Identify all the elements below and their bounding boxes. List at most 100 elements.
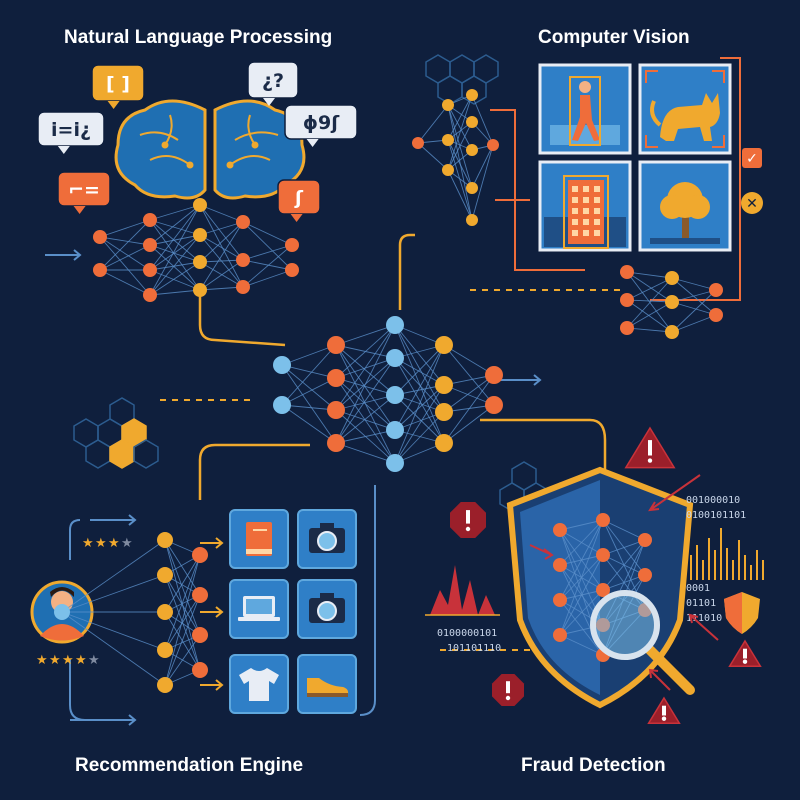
camera-icon [309,523,345,553]
core-neural-network [273,316,503,472]
nlp-edge [242,221,293,246]
core-edge [335,394,396,444]
cv-in-node [466,89,478,101]
fraud-edge [559,519,604,566]
nlp-edge [149,234,201,271]
binary-text: 0001 [686,583,710,594]
star-rating: ★★★★ [82,536,133,551]
fraud-node [596,548,610,562]
cat-icon [645,70,725,148]
image-tile-cat [638,63,732,155]
core-edge [394,357,445,386]
core-edge [443,344,495,376]
nlp-to-core-connector [198,290,286,347]
cv-out-edge [671,277,717,291]
star-icon: ★ [82,536,94,551]
core-edge [335,394,396,411]
core-node [386,386,404,404]
alert-icon [624,426,676,469]
checkmark-icon: ✓ [742,148,762,168]
star-icon: ★ [75,653,87,668]
binary-text: 01101 [686,598,716,609]
core-edge [394,344,445,396]
rec-node [157,567,173,583]
nlp-edge [149,234,201,246]
nlp-edge [99,269,151,296]
nlp-node [143,263,157,277]
rec-edge [164,594,201,686]
cv-in-edge [447,94,473,171]
rec-edge [164,634,201,686]
nlp-edge [99,236,151,271]
core-edge [281,344,337,366]
core-edge [394,344,445,464]
nlp-panel: [ ]¿?i=i¿ɸ9ʃ⌐=ʃ [37,61,358,302]
nlp-edge [199,221,244,263]
speech-bubbles: [ ]¿?i=i¿ɸ9ʃ⌐=ʃ [37,61,358,222]
core-to-rec-connector [198,443,310,500]
binary-text: 101101110 [447,643,501,654]
nlp-node [193,255,207,269]
star-icon: ★ [36,653,48,668]
binary-text: 001000010 [686,495,740,506]
image-grid [538,63,732,252]
product-tile [229,509,289,569]
cv-title: Computer Vision [538,27,690,48]
nlp-edge [99,244,151,271]
nlp-edge [149,289,201,296]
core-node [386,316,404,334]
nlp-edge [149,204,201,246]
core-edge [394,357,445,413]
rec-edge [164,574,201,636]
nlp-edge [199,204,244,261]
cv-out-edge [626,301,673,329]
cv-in-node [442,99,454,111]
binary-text: 0100000101 [437,628,497,639]
core-edge [335,377,396,431]
core-edge [335,344,396,431]
core-edge [281,344,337,406]
speech-bubble-text: [ ] [106,73,130,95]
cv-in-edge [447,139,473,221]
nlp-edge [242,269,293,288]
building-icon [544,175,626,249]
nlp-edge [199,204,244,223]
fraud-edge [602,519,646,541]
fraud-node [553,593,567,607]
cv-out-edge [626,271,673,303]
nlp-node [143,238,157,252]
cv-in-edge [447,169,473,221]
cv-in-node [442,164,454,176]
core-node [327,434,345,452]
cv-out-edge [626,299,673,303]
nlp-node [285,263,299,277]
core-node [273,396,291,414]
cv-neural-network-output [620,265,723,339]
speech-bubble-text: ɸ9ʃ [303,112,340,134]
star-icon: ★ [49,653,61,668]
core-to-fraud-connector [480,418,607,470]
nlp-node [143,288,157,302]
image-tile-building [538,160,632,252]
core-to-cv-connector [398,233,415,310]
core-edge [443,404,495,444]
rec-edge [164,554,201,651]
rec-frame [69,485,376,721]
core-edge [281,404,337,411]
nlp-node [236,253,250,267]
fraud-edge [559,634,604,656]
nlp-title: Natural Language Processing [64,27,333,48]
rec-edge [164,554,201,613]
core-edge [335,442,396,464]
product-grid [200,509,357,714]
product-tile [297,579,357,639]
rec-title: Recommendation Engine [75,755,304,776]
fraud-node [553,628,567,642]
nlp-edge [149,269,201,291]
cv-out-edge [626,277,673,329]
core-edge [394,411,445,464]
svg-text:✕: ✕ [746,196,758,212]
star-icon: ★ [95,536,107,551]
cv-out-node [665,271,679,285]
product-tile [297,509,357,569]
